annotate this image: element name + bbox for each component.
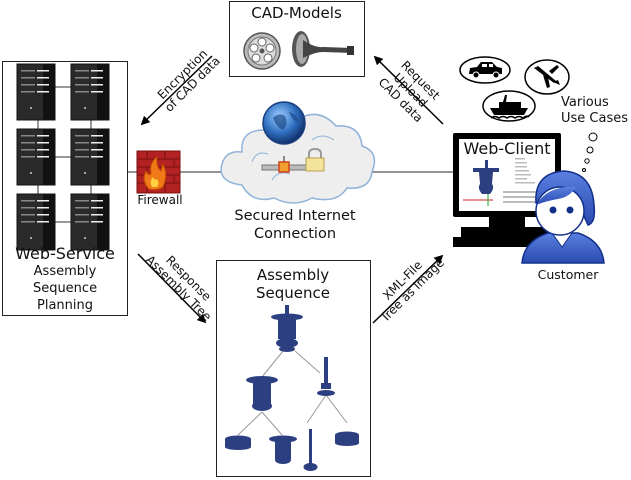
server-icon	[16, 193, 56, 251]
customer-label: Customer	[537, 267, 599, 282]
airplane-icon	[524, 59, 570, 95]
assembly-sequence-box: Assembly Sequence	[216, 260, 371, 477]
ship-icon	[482, 90, 536, 122]
web-service-subtitle-1: Assembly	[33, 264, 97, 279]
request-arrow	[373, 55, 444, 125]
internet-label-1: Secured Internet	[234, 208, 356, 224]
server-icon	[70, 193, 110, 251]
server-cluster	[16, 63, 110, 251]
customer-avatar-icon	[521, 170, 605, 264]
response-arrow	[137, 253, 207, 324]
car-icon	[459, 56, 511, 84]
web-service-subtitle-2: Sequence	[32, 281, 98, 296]
part-shaft	[317, 357, 335, 396]
part-disk-left	[225, 435, 251, 450]
network-connector-icon	[261, 156, 307, 173]
part-housing-small	[269, 435, 297, 464]
part-full-assembly	[271, 305, 303, 352]
server-icon	[70, 128, 110, 186]
encryption-arrow	[140, 55, 213, 126]
use-cases-label-2: Use Cases	[561, 111, 629, 126]
server-icon	[70, 63, 110, 121]
client-screen-preview	[463, 158, 543, 206]
server-icon	[16, 128, 56, 186]
use-cases-label-1: Various	[561, 95, 609, 110]
internet-label-2: Connection	[253, 226, 337, 242]
padlock-icon	[305, 147, 325, 172]
cad-models-box: CAD-Models	[229, 1, 365, 77]
part-valve-stem	[303, 429, 318, 471]
web-service-subtitle-3: Planning	[37, 298, 93, 313]
web-service-box: Web-Service Assembly Sequence Planning	[2, 61, 128, 316]
pulley-wheel-icon	[243, 32, 281, 70]
assembly-sequence-title-1: Assembly	[256, 266, 330, 284]
assembly-tree	[225, 305, 359, 471]
globe-icon	[262, 101, 306, 145]
cloud-icon	[220, 113, 376, 204]
xml-arrow	[372, 254, 444, 324]
assembly-sequence-title-2: Sequence	[256, 284, 330, 302]
thought-bubbles	[582, 132, 598, 172]
server-icon	[16, 63, 56, 121]
firewall-label: Firewall	[137, 193, 183, 207]
valve-part-icon	[292, 31, 354, 67]
cad-models-title: CAD-Models	[251, 4, 342, 22]
web-service-title: Web-Service	[15, 244, 115, 263]
firewall-icon	[136, 150, 181, 194]
part-disk-right	[335, 431, 359, 446]
web-client-title: Web-Client	[463, 139, 551, 158]
part-housing-flange	[246, 376, 278, 411]
